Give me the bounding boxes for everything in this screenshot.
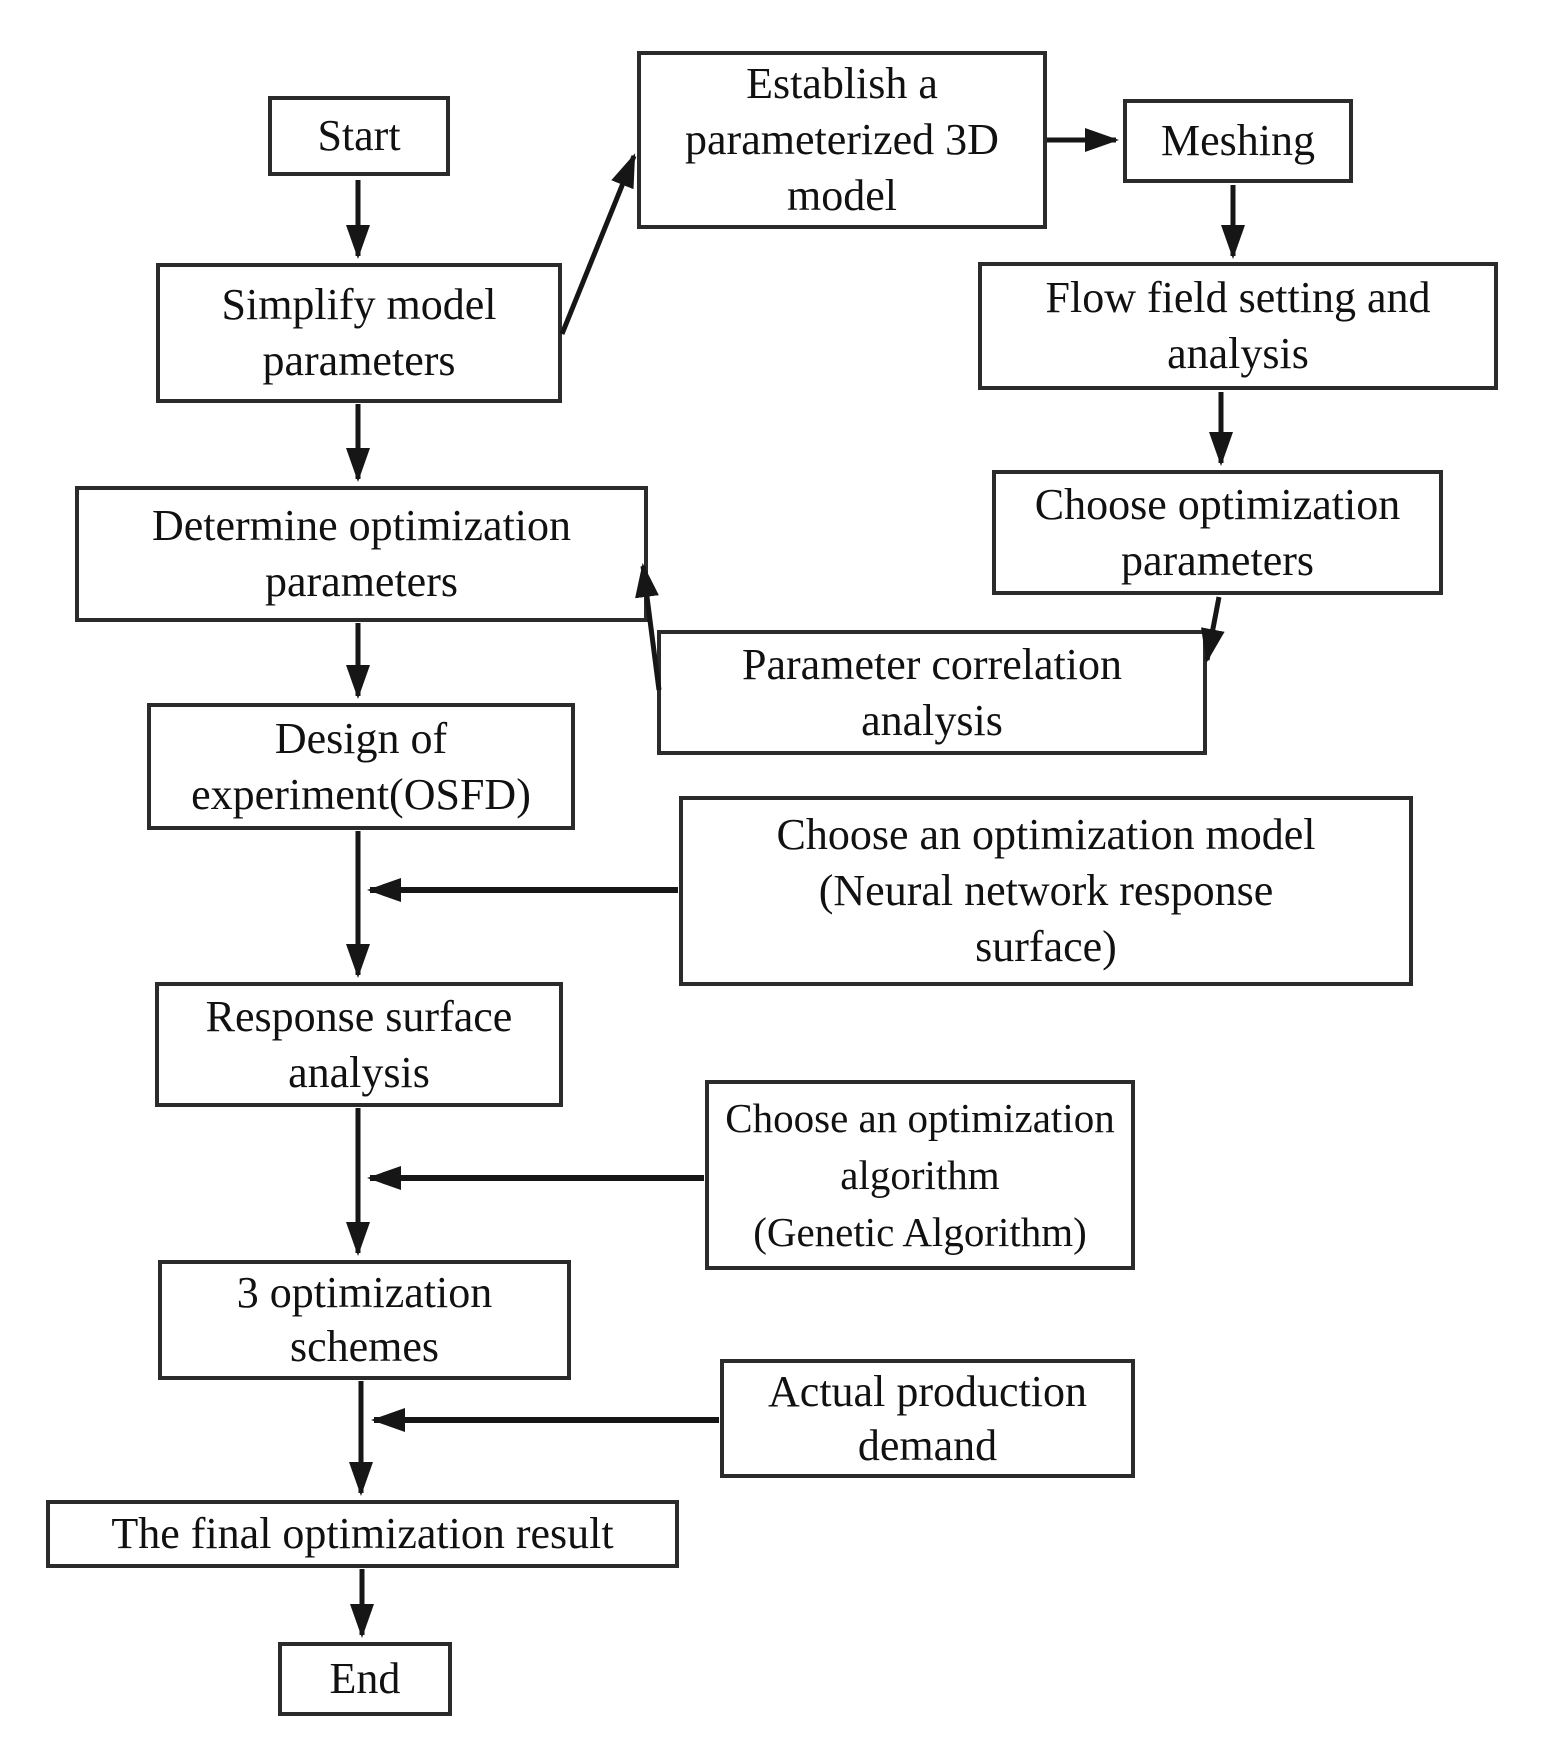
node-choose-optimization-algorithm: Choose an optimization algorithm (Geneti… <box>705 1080 1135 1270</box>
node-end-label: End <box>329 1654 401 1703</box>
node-flow-field-label: Flow field setting and analysis <box>1045 273 1431 378</box>
node-actual-production-demand: Actual production demand <box>720 1359 1135 1478</box>
node-response-surface-analysis: Response surface analysis <box>155 982 563 1107</box>
node-start: Start <box>268 96 450 176</box>
node-flow-field-setting: Flow field setting and analysis <box>978 262 1498 390</box>
node-response-label: Response surface analysis <box>205 991 513 1097</box>
node-determine-optimization-parameters: Determine optimization parameters <box>75 486 648 622</box>
node-3-optimization-schemes: 3 optimization schemes <box>158 1260 571 1380</box>
node-actual-demand-label: Actual production demand <box>768 1366 1087 1470</box>
node-choose-optimization-model: Choose an optimization model (Neural net… <box>679 796 1413 986</box>
node-establish-parameterized-3d-model: Establish a parameterized 3D model <box>637 51 1047 229</box>
node-start-label: Start <box>317 111 401 160</box>
node-design-label: Design of experiment(OSFD) <box>191 713 531 819</box>
node-final-optimization-result: The final optimization result <box>46 1500 679 1568</box>
node-determine-label: Determine optimization parameters <box>151 501 572 606</box>
node-establish-label: Establish a parameterized 3D model <box>685 59 999 220</box>
node-choose-algorithm-label: Choose an optimization algorithm (Geneti… <box>725 1094 1115 1255</box>
node-meshing-label: Meshing <box>1161 116 1315 165</box>
node-design-of-experiment: Design of experiment(OSFD) <box>147 703 575 830</box>
arrow-simplify-to-establish <box>559 153 637 335</box>
node-choose-params-label: Choose optimization parameters <box>1034 479 1401 585</box>
node-final-result-label: The final optimization result <box>111 1509 614 1558</box>
node-simplify-model-parameters: Simplify model parameters <box>156 263 562 403</box>
node-param-corr-label: Parameter correlation analysis <box>742 639 1122 745</box>
node-schemes-label: 3 optimization schemes <box>236 1268 493 1371</box>
node-choose-model-label: Choose an optimization model (Neural net… <box>776 810 1316 971</box>
node-parameter-correlation-analysis: Parameter correlation analysis <box>657 630 1207 755</box>
node-simplify-label: Simplify model parameters <box>221 280 497 385</box>
node-end: End <box>278 1642 452 1716</box>
node-meshing: Meshing <box>1123 99 1353 183</box>
node-choose-optimization-parameters: Choose optimization parameters <box>992 470 1443 595</box>
arrow-choose-params-to-param-corr <box>1201 596 1225 663</box>
